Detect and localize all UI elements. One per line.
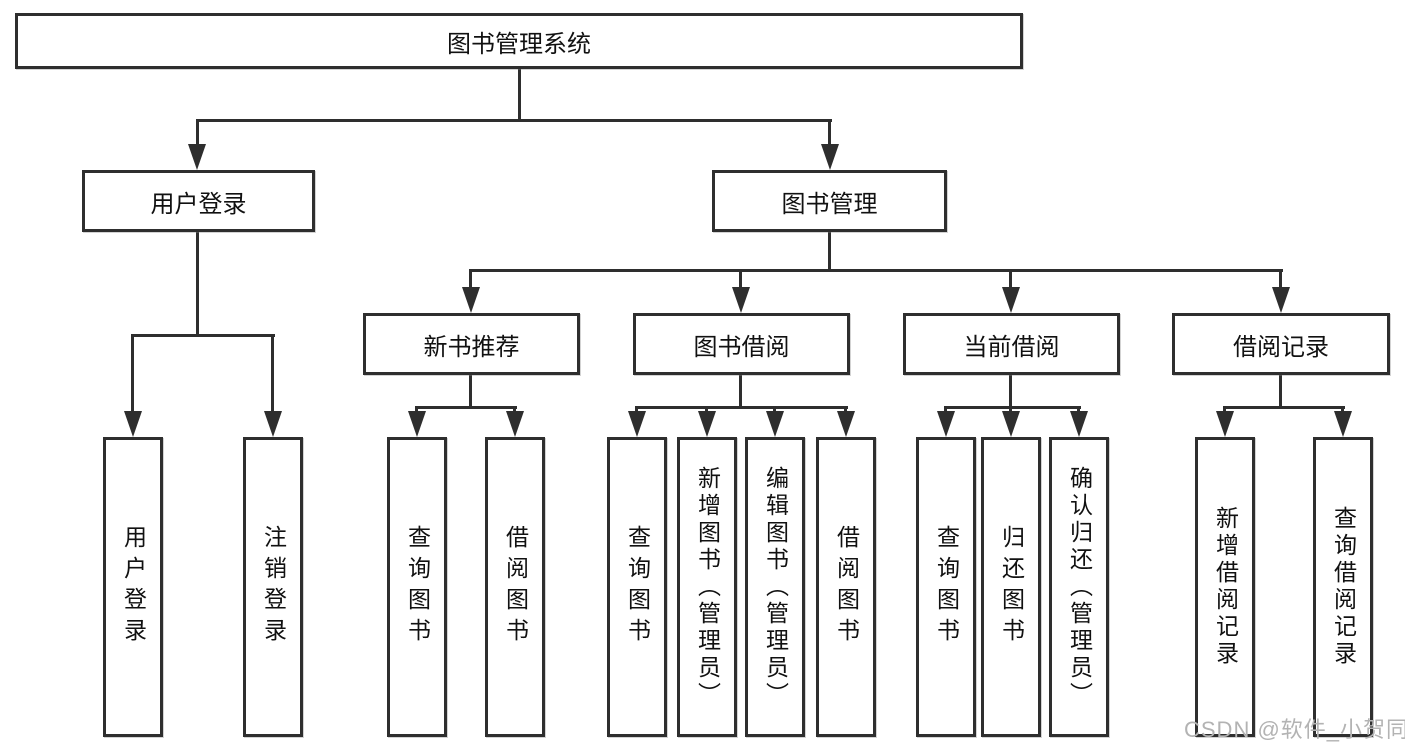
branch-node-book-mgmt: 图书管理 [712,170,947,232]
arrow-down-g2c1 [628,411,646,437]
connector-drop-g4c2 [1341,406,1344,414]
connector-borrow-records-branch [1223,406,1345,409]
leaf-node-confirm-return-admin: 确认归还（管理员） [1049,437,1109,737]
csdn-watermark: CSDN @软件_小贺同学 [1184,717,1405,742]
root-node: 图书管理系统 [15,13,1023,69]
leaf-node-edit-book-admin: 编辑图书（管理员） [745,437,805,737]
leaf-node-return-book: 归还图书 [981,437,1041,737]
connector-drop-user-login [196,119,199,148]
arrow-down-g2c2 [698,411,716,437]
connector-borrow-records-stem [1279,375,1282,408]
connector-book-borrow-stem [739,375,742,408]
arrow-down-leaf-logout [264,411,282,437]
connector-book-borrow-branch [635,406,848,409]
connector-drop-g3c3 [1077,406,1080,414]
connector-drop-leaf-login [131,334,134,414]
connector-drop-g2c4 [844,406,847,414]
connector-user-login-stem [196,232,199,336]
connector-current-borrow-stem [1009,375,1012,408]
leaf-node-query-borrow-record: 查询借阅记录 [1313,437,1373,737]
group-node-book-borrow: 图书借阅 [633,313,850,375]
leaf-node-add-borrow-record: 新增借阅记录 [1195,437,1255,737]
connector-new-books-stem [469,375,472,408]
connector-drop-g3c1 [944,406,947,414]
connector-drop-new-books [469,269,472,289]
arrow-down-current-borrow [1002,287,1020,313]
connector-book-mgmt-branch [470,269,1283,272]
connector-drop-g3c2 [1009,406,1012,414]
connector-drop-book-borrow [739,269,742,289]
connector-drop-g2c2 [705,406,708,414]
arrow-down-g1c2 [506,411,524,437]
leaf-node-user-login: 用户登录 [103,437,163,737]
arrow-down-book-mgmt [821,144,839,170]
arrow-down-borrow-records [1272,287,1290,313]
arrow-down-g4c2 [1334,411,1352,437]
connector-root-stem [518,69,521,121]
arrow-down-new-books [462,287,480,313]
arrow-down-g2c3 [766,411,784,437]
arrow-down-g3c2 [1002,411,1020,437]
arrow-down-g4c1 [1216,411,1234,437]
arrow-down-g3c3 [1070,411,1088,437]
connector-drop-leaf-logout [271,334,274,414]
group-node-new-books: 新书推荐 [363,313,580,375]
connector-drop-g1c2 [513,406,516,414]
arrow-down-leaf-login [124,411,142,437]
connector-drop-g1c1 [415,406,418,414]
arrow-down-g1c1 [408,411,426,437]
connector-drop-g2c1 [635,406,638,414]
leaf-node-query-books-2: 查询图书 [607,437,667,737]
arrow-down-book-borrow [732,287,750,313]
connector-root-branch [196,119,832,122]
arrow-down-g3c1 [937,411,955,437]
connector-new-books-branch [415,406,517,409]
leaf-node-add-book-admin: 新增图书（管理员） [677,437,737,737]
connector-current-borrow-branch [944,406,1081,409]
connector-drop-current-borrow [1009,269,1012,289]
arrow-down-g2c4 [837,411,855,437]
connector-drop-borrow-records [1279,269,1282,289]
group-node-current-borrow: 当前借阅 [903,313,1120,375]
leaf-node-query-books-3: 查询图书 [916,437,976,737]
connector-drop-g4c1 [1223,406,1226,414]
leaf-node-query-books-1: 查询图书 [387,437,447,737]
connector-user-login-branch [131,334,275,337]
connector-drop-g2c3 [773,406,776,414]
leaf-node-borrow-books-1: 借阅图书 [485,437,545,737]
leaf-node-borrow-books-2: 借阅图书 [816,437,876,737]
branch-node-user-login: 用户登录 [82,170,315,232]
connector-drop-book-mgmt [828,119,831,148]
arrow-down-user-login [188,144,206,170]
leaf-node-logout: 注销登录 [243,437,303,737]
group-node-borrow-records: 借阅记录 [1172,313,1390,375]
connector-book-mgmt-stem [828,232,831,272]
